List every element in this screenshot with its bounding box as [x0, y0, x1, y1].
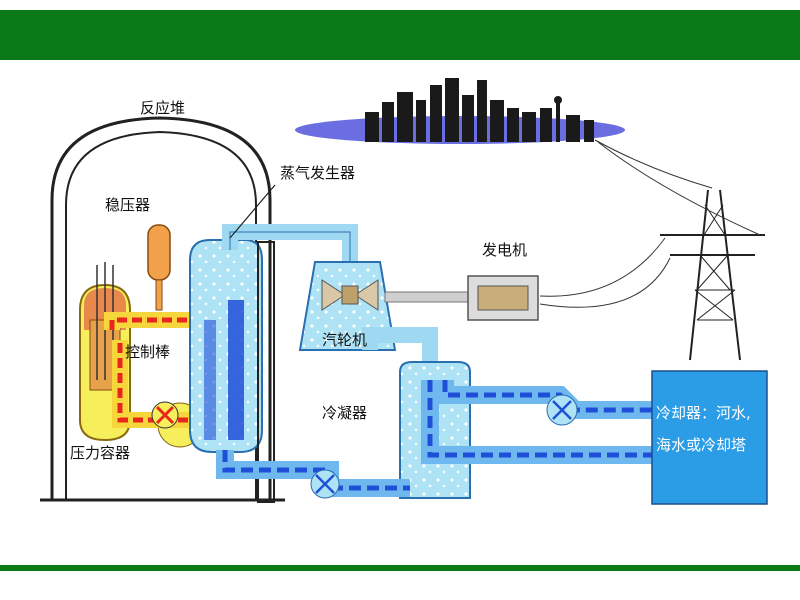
control-rod-label: 控制棒: [125, 343, 170, 361]
primary-pump: [151, 401, 179, 429]
cooler-label-line2: 海水或冷却塔: [656, 436, 746, 454]
feedwater-loop: [216, 450, 410, 497]
condenser-label: 冷凝器: [322, 404, 367, 422]
steam-pipe: [222, 224, 358, 503]
footer-rule: [0, 565, 800, 571]
steam-generator-leader: [229, 184, 276, 239]
city-skyline: [295, 78, 625, 144]
power-lines: [539, 139, 761, 308]
cooler-box: [651, 370, 768, 505]
containment-building: [40, 116, 285, 502]
transmission-tower: [660, 189, 765, 361]
generator: [384, 275, 539, 321]
generator-label: 发电机: [482, 241, 527, 259]
steam-generator: [189, 239, 263, 453]
header-bar: [0, 10, 800, 60]
cooler-label-line1: 冷却器：河水,: [656, 404, 751, 422]
reactor-building-label: 反应堆: [140, 99, 185, 117]
pressure-vessel-label: 压力容器: [70, 444, 130, 462]
exhaust-pipe: [362, 327, 438, 370]
feedwater-pump: [310, 469, 340, 499]
pressurizer: [147, 224, 171, 311]
pressurizer-label: 稳压器: [105, 196, 150, 214]
turbine-label: 汽轮机: [322, 331, 367, 349]
steam-generator-label: 蒸气发生器: [280, 164, 355, 182]
cooling-pump: [546, 394, 578, 426]
